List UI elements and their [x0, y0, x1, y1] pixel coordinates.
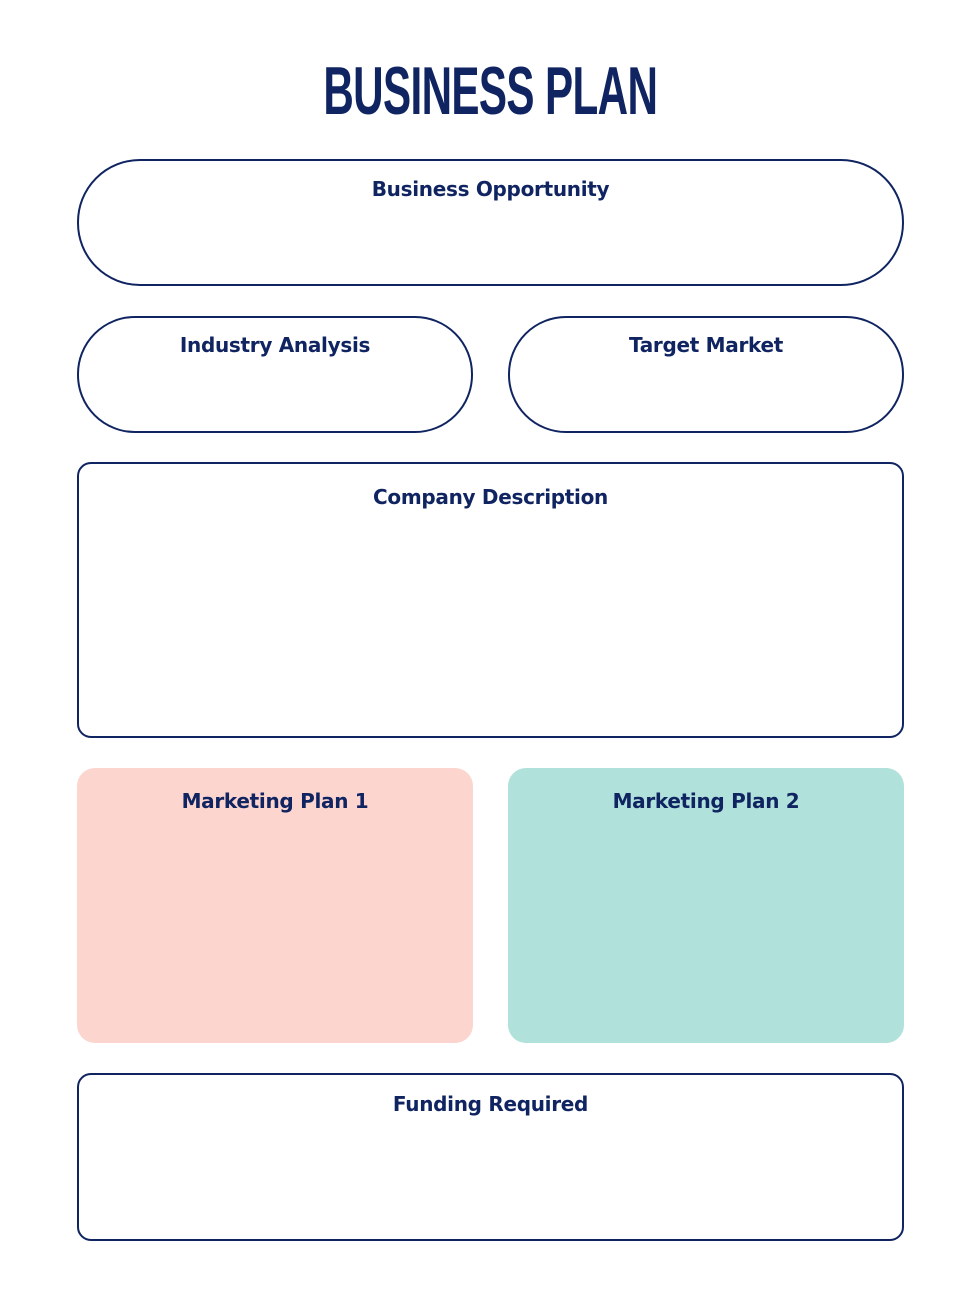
marketing-plan-2-label: Marketing Plan 2 — [612, 789, 800, 813]
page-title-text: BUSINESS PLAN — [323, 53, 658, 129]
business-opportunity-box[interactable]: Business Opportunity — [77, 159, 904, 286]
company-description-label: Company Description — [373, 485, 608, 509]
page-title: BUSINESS PLAN — [0, 53, 980, 129]
marketing-plan-1-label: Marketing Plan 1 — [181, 789, 369, 813]
funding-required-box[interactable]: Funding Required — [77, 1073, 904, 1241]
target-market-label: Target Market — [628, 333, 784, 357]
company-description-box[interactable]: Company Description — [77, 462, 904, 738]
business-opportunity-label: Business Opportunity — [371, 177, 610, 201]
industry-analysis-box[interactable]: Industry Analysis — [77, 316, 473, 433]
funding-required-label: Funding Required — [392, 1092, 589, 1116]
marketing-plan-1-box[interactable]: Marketing Plan 1 — [77, 768, 473, 1043]
marketing-plan-2-box[interactable]: Marketing Plan 2 — [508, 768, 904, 1043]
industry-analysis-label: Industry Analysis — [179, 333, 371, 357]
target-market-box[interactable]: Target Market — [508, 316, 904, 433]
